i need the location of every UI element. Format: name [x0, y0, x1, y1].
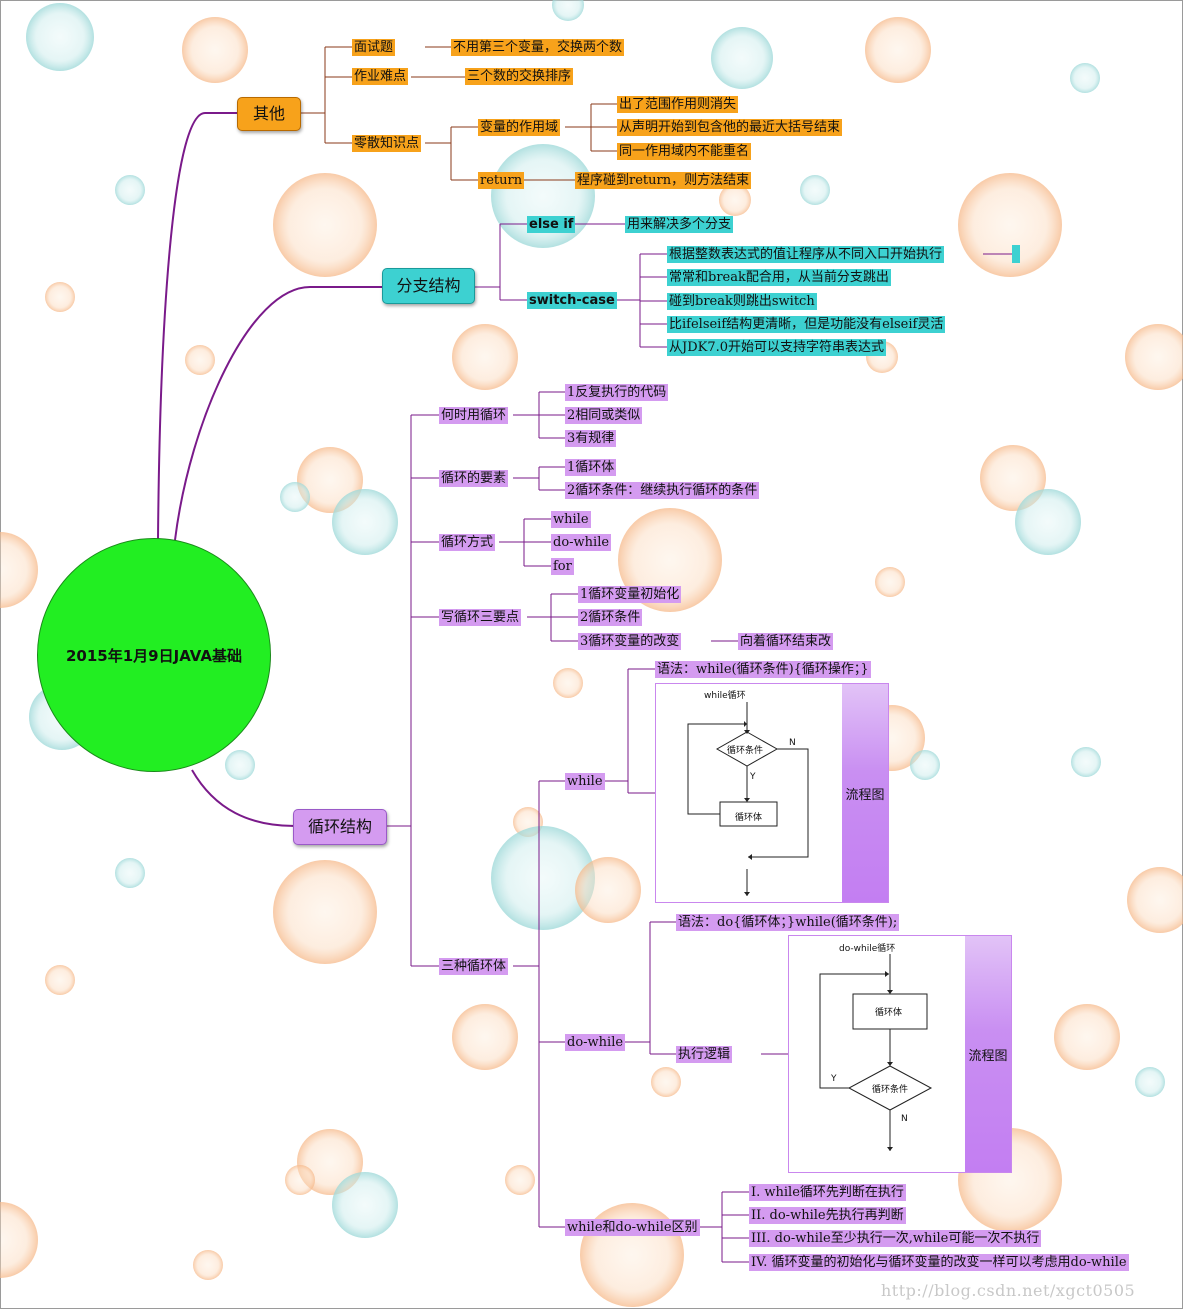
central-topic[interactable]: 2015年1月9日JAVA基础: [37, 538, 271, 772]
node-switch-5[interactable]: 从JDK7.0开始可以支持字符串表达式: [667, 339, 887, 356]
node-switch-2[interactable]: 常常和break配合用，从当前分支跳出: [667, 269, 891, 286]
node-when-3[interactable]: 3有规律: [565, 430, 617, 447]
node-while[interactable]: while: [565, 773, 605, 790]
node-ways[interactable]: 循环方式: [439, 534, 496, 551]
branch-loop[interactable]: 循环结构: [293, 809, 387, 845]
node-interview[interactable]: 面试题: [352, 39, 396, 56]
while-flowchart: [687, 702, 809, 896]
central-title: 2015年1月9日JAVA基础: [66, 646, 242, 665]
node-when-2[interactable]: 2相同或类似: [565, 407, 643, 424]
node-ways-3[interactable]: for: [551, 558, 574, 575]
node-interview-detail[interactable]: 不用第三个变量，交换两个数: [451, 39, 625, 56]
branch-switch-label: 分支结构: [396, 276, 461, 295]
dowhile-fc-n: N: [901, 1114, 908, 1124]
node-while-syntax[interactable]: 语法：while(循环条件){循环操作；}: [655, 661, 871, 678]
while-fc-cond: 循环条件: [727, 746, 764, 756]
while-fc-y: Y: [750, 772, 756, 782]
node-three-3a[interactable]: 向着循环结束改: [738, 633, 834, 650]
watermark: http://blog.csdn.net/xgct0505: [881, 1281, 1136, 1300]
node-dowhile[interactable]: do-while: [565, 1034, 626, 1051]
branch-other[interactable]: 其他: [237, 97, 301, 131]
node-elements-1[interactable]: 1循环体: [565, 459, 617, 476]
dowhile-flowchart: [819, 954, 933, 1151]
node-switch-case[interactable]: switch-case: [527, 292, 617, 309]
node-return[interactable]: return: [478, 172, 525, 189]
node-when[interactable]: 何时用循环: [439, 407, 509, 424]
dowhile-fc-title: do-while循环: [839, 944, 896, 954]
node-kinds[interactable]: 三种循环体: [439, 958, 509, 975]
node-return-detail[interactable]: 程序碰到return，则方法结束: [575, 172, 752, 189]
node-diff[interactable]: while和do-while区别: [565, 1219, 700, 1236]
node-three[interactable]: 写循环三要点: [439, 609, 522, 626]
node-empty[interactable]: [1012, 245, 1020, 263]
while-fc-body: 循环体: [735, 813, 763, 823]
node-switch-1[interactable]: 根据整数表达式的值让程序从不同入口开始执行: [667, 246, 945, 263]
while-fc-title: while循环: [704, 691, 746, 701]
node-elements-2[interactable]: 2循环条件：继续执行循环的条件: [565, 482, 760, 499]
dowhile-flowchart-panel: 流程图 do-while循环 循环体 循环条件 Y N: [788, 935, 1012, 1173]
node-elseif-detail[interactable]: 用来解决多个分支: [625, 216, 734, 233]
branch-other-label: 其他: [252, 104, 285, 123]
while-fc-n: N: [789, 738, 796, 748]
node-three-3[interactable]: 3循环变量的改变: [578, 633, 682, 650]
dowhile-fc-y: Y: [831, 1074, 837, 1084]
node-diff-4[interactable]: IV. 循环变量的初始化与循环变量的改变一样可以考虑用do-while: [749, 1254, 1129, 1271]
node-diff-2[interactable]: II. do-while先执行再判断: [749, 1207, 906, 1224]
node-ways-2[interactable]: do-while: [551, 534, 612, 551]
while-flowchart-label: 流程图: [842, 684, 888, 902]
node-elseif[interactable]: else if: [527, 216, 576, 233]
branch-switch[interactable]: 分支结构: [382, 268, 475, 304]
node-homework-detail[interactable]: 三个数的交换排序: [465, 68, 574, 85]
node-diff-1[interactable]: I. while循环先判断在执行: [749, 1184, 906, 1201]
node-switch-4[interactable]: 比ifelseif结构更清晰，但是功能没有elseif灵活: [667, 316, 946, 333]
while-flowchart-panel: 流程图 while循环 循环条件 循环体 N Y: [655, 683, 889, 903]
node-three-1[interactable]: 1循环变量初始化: [578, 586, 682, 603]
node-homework[interactable]: 作业难点: [352, 68, 409, 85]
node-diff-3[interactable]: III. do-while至少执行一次,while可能一次不执行: [749, 1230, 1042, 1247]
node-scope-1[interactable]: 出了范围作用则消失: [617, 96, 739, 113]
node-switch-3[interactable]: 碰到break则跳出switch: [667, 293, 817, 310]
node-dowhile-logic[interactable]: 执行逻辑: [676, 1046, 733, 1063]
dowhile-fc-body: 循环体: [875, 1008, 903, 1018]
node-three-2[interactable]: 2循环条件: [578, 609, 643, 626]
node-scope[interactable]: 变量的作用域: [478, 119, 561, 136]
dowhile-flowchart-label: 流程图: [965, 936, 1011, 1172]
dowhile-fc-cond: 循环条件: [872, 1085, 909, 1095]
node-dowhile-syntax[interactable]: 语法：do{循环体；}while(循环条件);: [676, 914, 900, 931]
node-misc[interactable]: 零散知识点: [352, 135, 422, 152]
node-ways-1[interactable]: while: [551, 511, 591, 528]
node-elements[interactable]: 循环的要素: [439, 470, 509, 487]
node-scope-2[interactable]: 从声明开始到包含他的最近大括号结束: [617, 119, 843, 136]
node-scope-3[interactable]: 同一作用域内不能重名: [617, 143, 752, 160]
branch-loop-label: 循环结构: [307, 817, 372, 836]
node-when-1[interactable]: 1反复执行的代码: [565, 384, 669, 401]
